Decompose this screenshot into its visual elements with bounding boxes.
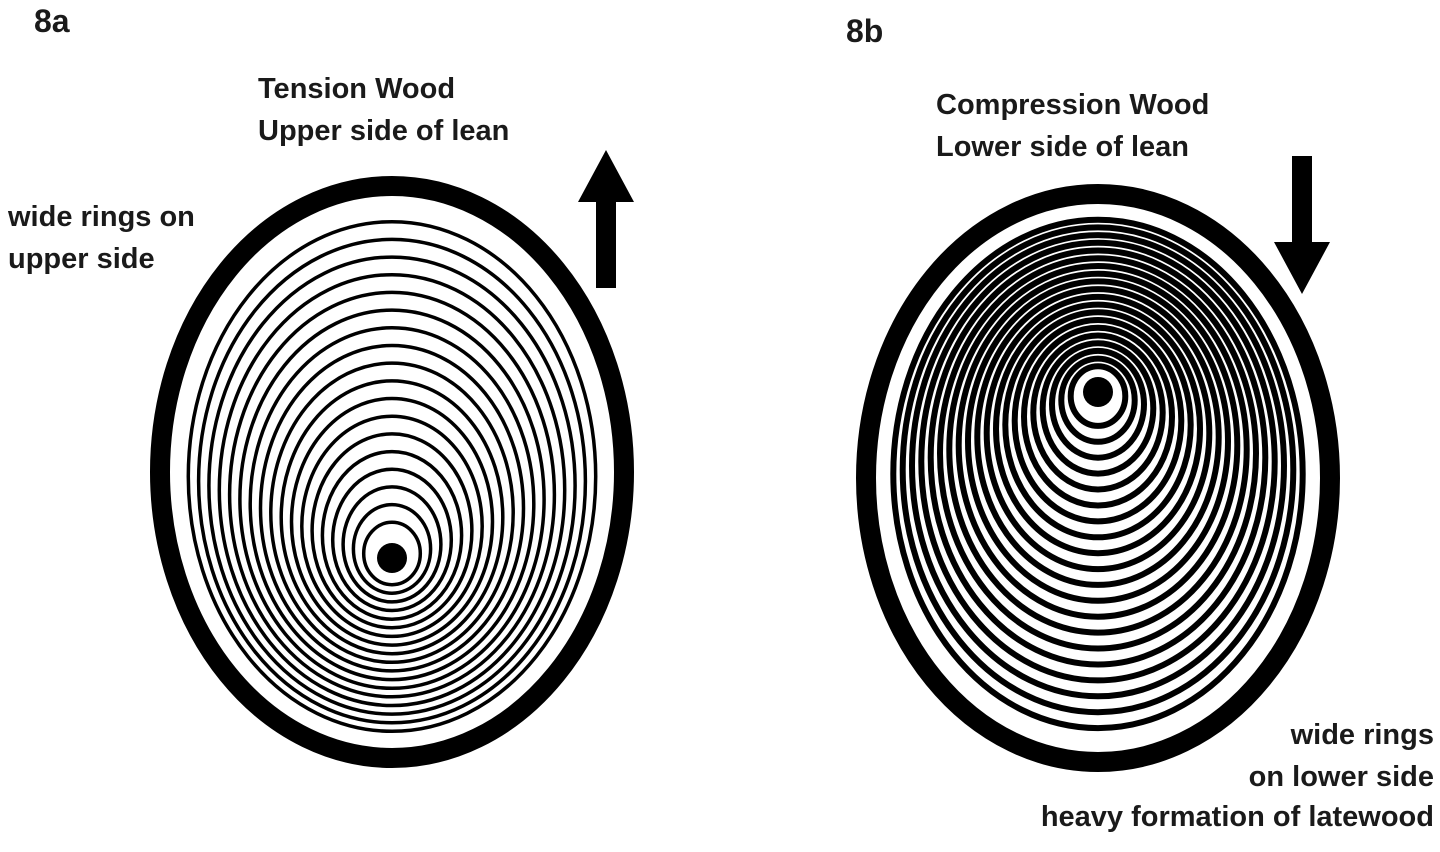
growth-ring-8b-11 — [974, 286, 1222, 588]
panel-8b-annotation-line-2: on lower side — [1249, 761, 1434, 793]
growth-ring-8a-1 — [361, 520, 423, 587]
panel-8a-label: 8a — [34, 3, 70, 39]
ring-group-8b — [890, 216, 1306, 732]
growth-ring-8a-14 — [227, 290, 557, 699]
down-arrow-icon — [1274, 156, 1330, 294]
growth-ring-8a-18 — [186, 219, 598, 734]
panel-8b-label: 8b — [846, 13, 883, 49]
growth-ring-8a-12 — [248, 326, 536, 682]
growth-ring-8b-2 — [1058, 355, 1138, 445]
growth-ring-8a-13 — [238, 308, 546, 691]
up-arrow-icon — [578, 150, 634, 288]
growth-ring-8b-20 — [890, 216, 1306, 732]
growth-ring-8b-14 — [946, 263, 1250, 636]
growth-ring-8b-1 — [1067, 363, 1129, 429]
growth-ring-8b-18 — [909, 232, 1287, 700]
growth-ring-8b-10 — [983, 293, 1213, 573]
growth-ring-8b-16 — [927, 247, 1269, 668]
growth-ring-8a-16 — [207, 255, 577, 716]
bark-outline-8a — [150, 176, 634, 768]
growth-ring-8a-11 — [258, 343, 526, 673]
growth-ring-8a-3 — [341, 485, 443, 604]
growth-ring-8b-13 — [955, 270, 1241, 620]
growth-ring-8b-3 — [1049, 347, 1147, 461]
growth-ring-8a-4 — [330, 467, 454, 613]
growth-ring-8b-17 — [918, 239, 1278, 684]
pith-8b — [1083, 377, 1113, 407]
pith-8a — [377, 543, 407, 573]
panel-8a-title-line-2: Upper side of lean — [258, 115, 509, 147]
growth-ring-8a-6 — [310, 432, 474, 630]
ring-group-8a — [186, 219, 598, 734]
growth-ring-8b-9 — [993, 301, 1203, 557]
growth-ring-8a-10 — [269, 361, 515, 665]
panel-8a-title-line-1: Tension Wood — [258, 73, 455, 105]
growth-ring-8a-15 — [217, 272, 567, 708]
growth-ring-8b-4 — [1039, 340, 1157, 477]
growth-ring-8b-7 — [1011, 317, 1185, 525]
bark-outline-8b — [856, 184, 1340, 772]
panel-8b-annotation-line-3: heavy formation of latewood — [1041, 801, 1434, 833]
growth-ring-8b-19 — [899, 224, 1297, 716]
panel-8b: 8b Compression Wood Lower side of lean w… — [846, 13, 1434, 833]
panel-8b-annotation-line-1: wide rings — [1290, 719, 1434, 751]
panel-8b-title-line-1: Compression Wood — [936, 89, 1209, 121]
growth-ring-8a-8 — [289, 396, 495, 647]
panel-8a: 8a Tension Wood Upper side of lean wide … — [7, 3, 634, 768]
growth-ring-8a-9 — [279, 379, 505, 656]
panel-8a-annotation-line-1: wide rings on — [7, 201, 195, 233]
panel-8b-title-line-2: Lower side of lean — [936, 131, 1189, 163]
growth-ring-8b-15 — [937, 255, 1259, 652]
growth-ring-8a-7 — [300, 414, 484, 639]
growth-ring-8b-8 — [1002, 309, 1194, 541]
growth-ring-8a-2 — [351, 502, 433, 595]
growth-ring-8a-5 — [320, 449, 464, 621]
panel-8a-annotation-line-2: upper side — [8, 243, 155, 275]
growth-ring-8b-5 — [1030, 332, 1166, 493]
growth-ring-8a-17 — [196, 237, 588, 725]
growth-ring-8b-12 — [965, 278, 1231, 604]
growth-ring-8b-6 — [1021, 324, 1175, 509]
